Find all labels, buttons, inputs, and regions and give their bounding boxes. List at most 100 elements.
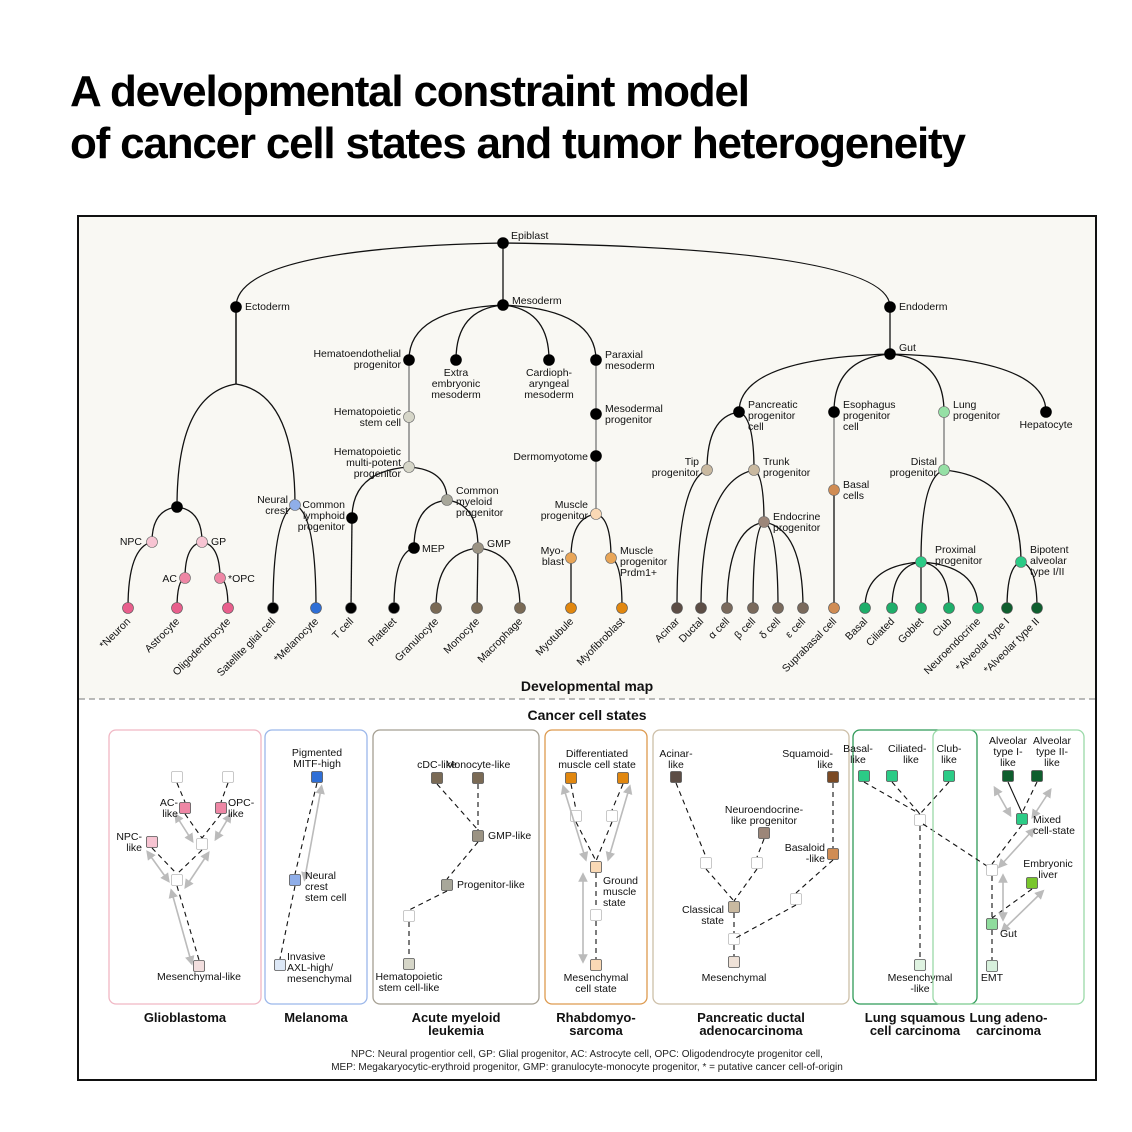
state — [751, 857, 763, 869]
undefined: AC-like — [160, 797, 179, 820]
state — [617, 772, 629, 784]
dev-node-opc — [214, 572, 226, 584]
plasticity-arrow — [301, 784, 325, 882]
dev-leaf-node — [616, 602, 628, 614]
trajectory — [733, 904, 797, 940]
state-npc-like — [146, 836, 158, 848]
dev-leaf-node — [797, 602, 809, 614]
dev-leaf-node — [972, 602, 984, 614]
undefined: Ciliated- — [888, 743, 927, 755]
edge — [726, 521, 765, 609]
dev-node-neural_tube — [171, 501, 183, 513]
dev-node-basal_cells — [828, 484, 840, 496]
cancer-cell-states-label: Cancer cell states — [527, 707, 646, 723]
dev-leaf-label: Platelet — [366, 616, 399, 649]
state — [1016, 813, 1028, 825]
edge — [235, 383, 296, 506]
dev-leaf-node — [747, 602, 759, 614]
plasticity-arrow — [168, 888, 195, 966]
state — [472, 772, 484, 784]
dev-leaf-label: Monocyte — [441, 616, 482, 657]
state — [986, 918, 998, 930]
dev-leaf-label: Goblet — [896, 616, 926, 646]
dev-node-dermomyotome — [590, 450, 602, 462]
state — [914, 959, 926, 971]
edge — [889, 353, 1047, 413]
panel-border — [372, 729, 540, 1005]
state — [274, 959, 286, 971]
cancer-name: Glioblastoma — [144, 1010, 227, 1025]
plasticity-arrow — [184, 851, 210, 889]
state — [171, 874, 183, 886]
dev-label-gmp: GMP — [487, 538, 511, 550]
panel-border — [852, 729, 978, 1005]
state — [171, 771, 183, 783]
state — [403, 958, 415, 970]
state — [1031, 770, 1043, 782]
dev-leaf-node — [122, 602, 134, 614]
dev-label-hepatocyte: Hepatocyte — [1019, 419, 1072, 431]
panel-border — [932, 729, 1085, 1005]
developmental-map-label: Developmental map — [521, 678, 653, 694]
edge — [455, 304, 504, 361]
dev-node-distal — [938, 464, 950, 476]
edge — [477, 547, 521, 609]
plasticity-arrow — [1000, 889, 1045, 933]
edge — [127, 541, 153, 609]
trajectory — [891, 781, 921, 815]
undefined: Basal-like — [843, 743, 873, 766]
edge — [706, 411, 740, 471]
dev-leaf-node — [565, 602, 577, 614]
dev-label-ac: AC — [162, 573, 177, 585]
state-ac-like — [179, 802, 191, 814]
dev-node-hematoendothelial — [403, 354, 415, 366]
undefined: OPC-like — [228, 797, 255, 820]
dev-node-cmp — [441, 494, 453, 506]
state — [289, 874, 301, 886]
undefined: Acinar-like — [659, 748, 693, 771]
plasticity-arrow — [993, 785, 1012, 818]
trajectory — [575, 821, 597, 862]
dev-node-mesodermal_prog — [590, 408, 602, 420]
dev-node-pancreatic — [733, 406, 745, 418]
dev-leaf-node — [267, 602, 279, 614]
edge — [864, 561, 922, 609]
edge — [920, 561, 979, 609]
plasticity-arrow — [997, 827, 1036, 869]
state — [1026, 877, 1038, 889]
footnote-line-2: MEP: Megakaryocytic-erythroid progenitor… — [331, 1062, 843, 1073]
cancer-panels: GlioblastomaAC-likeOPC-likeNPC-likeMesen… — [108, 729, 1085, 1038]
undefined: Basaloid-like — [785, 842, 825, 865]
state — [196, 838, 208, 850]
state — [943, 770, 955, 782]
dev-node-mesoderm — [497, 299, 509, 311]
dev-label-mep: MEP — [422, 543, 445, 555]
trajectory — [705, 868, 735, 902]
dev-label-gp: GP — [211, 536, 226, 548]
dev-label-endoderm: Endoderm — [899, 301, 948, 313]
undefined: GMP-like — [488, 830, 531, 842]
dev-leaf-node — [859, 602, 871, 614]
dev-leaf-label: Acinar — [653, 615, 683, 645]
dev-node-neural_crest — [289, 499, 301, 511]
trajectory — [436, 783, 479, 831]
dev-node-proximal — [915, 556, 927, 568]
